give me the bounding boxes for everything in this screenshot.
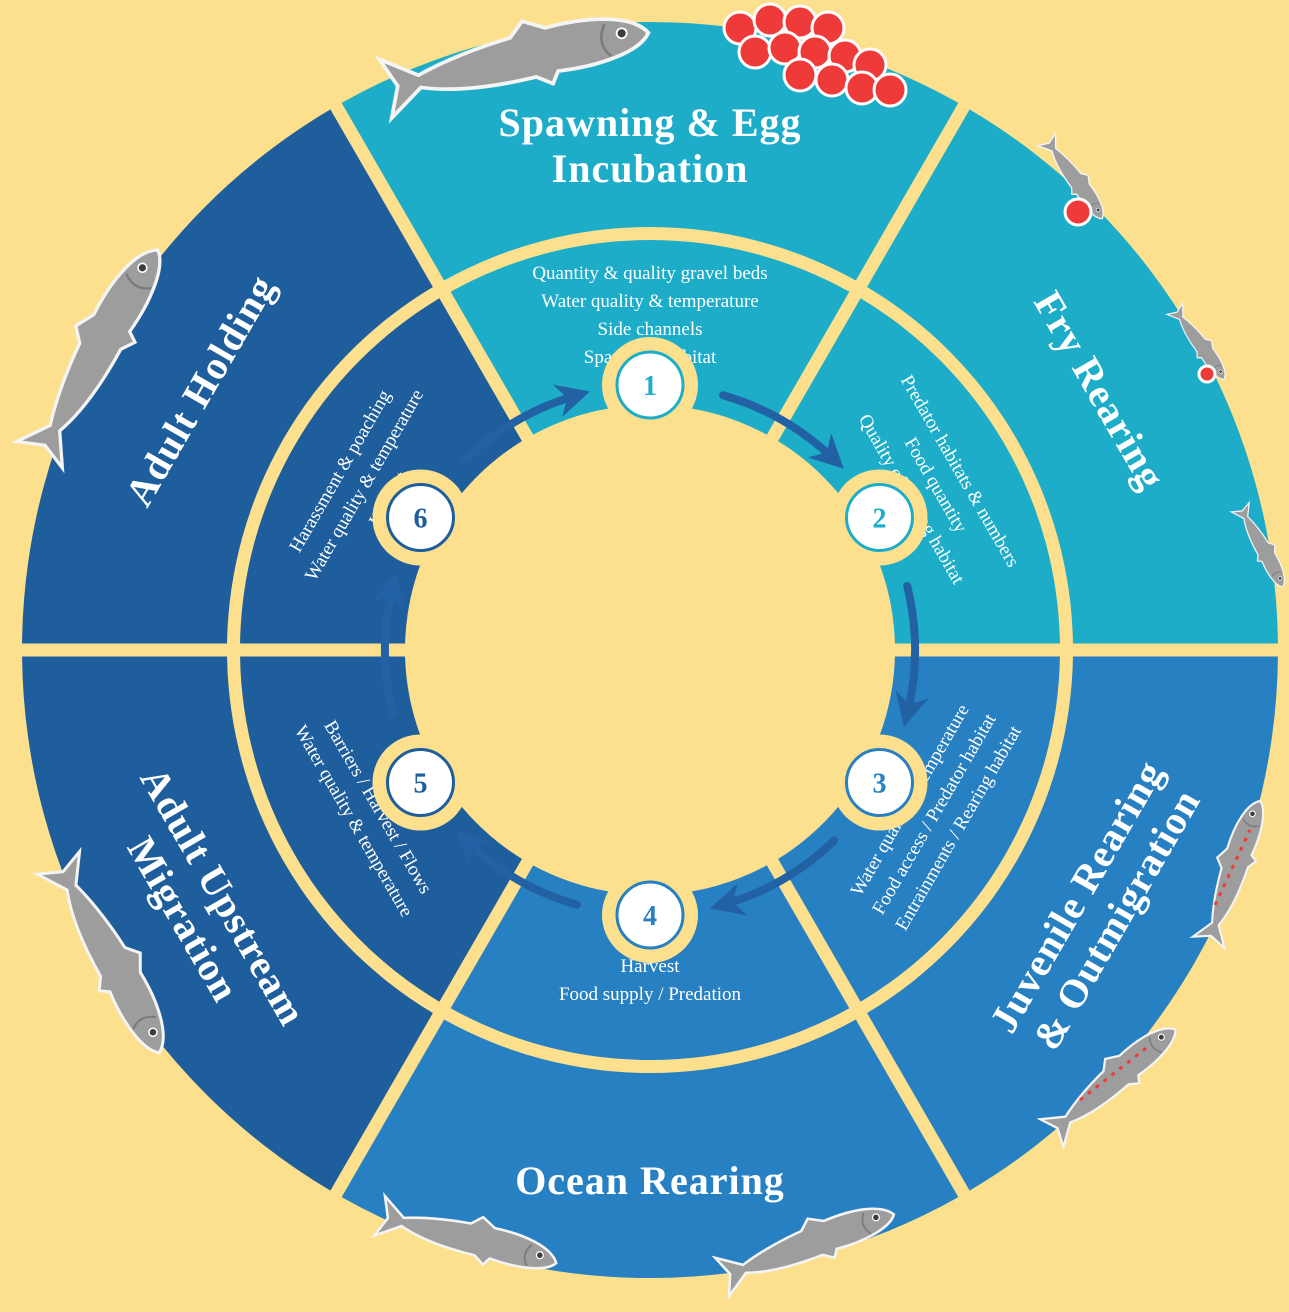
factor-food-supply-predation: Food supply / Predation — [559, 984, 742, 1005]
yolk-sac-icon — [1063, 197, 1093, 227]
stage-2-outer-segment — [867, 109, 1278, 644]
stage-6-outer-segment — [22, 109, 433, 644]
stage-title-line: Ocean Rearing — [515, 1158, 785, 1203]
stage-5-number-badge: 5 — [372, 734, 469, 831]
stage-number: 3 — [872, 769, 886, 800]
stage-number: 5 — [414, 769, 428, 800]
factor-water-quality-temperature: Water quality & temperature — [541, 291, 758, 312]
cycle-arrow-1-to-2 — [719, 391, 844, 469]
factor-side-channels: Side channels — [597, 319, 702, 340]
stage-number: 1 — [643, 371, 657, 402]
stage-5-outer-segment — [22, 656, 433, 1191]
stage-1-number-badge: 1 — [602, 337, 698, 433]
yolk-sac-icon — [1197, 364, 1217, 384]
stage-number: 6 — [414, 504, 428, 535]
factor-quantity-quality-gravel-beds: Quantity & quality gravel beds — [532, 263, 767, 284]
cycle-arrow-2-to-3 — [895, 581, 929, 728]
cycle-arrow-3-to-4 — [710, 836, 839, 916]
stage-3-inner-segment — [778, 656, 1060, 1002]
stage-number: 4 — [643, 901, 657, 932]
stage-4-outer-segment — [341, 1019, 959, 1278]
egg-icon — [814, 62, 850, 98]
factor-harvest: Harvest — [620, 956, 680, 977]
cycle-arrow-4-to-5 — [456, 831, 581, 909]
center-disc — [411, 411, 889, 889]
egg-icon — [872, 72, 908, 108]
stage-3-number-badge: 3 — [831, 734, 928, 831]
stage-title-line: Incubation — [552, 146, 749, 191]
stage-number: 2 — [872, 504, 886, 535]
stage-5-inner-segment — [240, 656, 522, 1002]
fish-layer — [9, 0, 1289, 1298]
stage-2-inner-segment — [778, 298, 1060, 644]
cycle-arrow-6-to-1 — [461, 384, 590, 464]
stage-4-title: Ocean Rearing — [515, 1158, 785, 1203]
cycle-layer: 1 2 3 4 5 6 — [371, 337, 929, 963]
stage-2-number-badge: 2 — [831, 469, 928, 566]
egg-icon — [737, 34, 773, 70]
stage-6-inner-segment — [240, 298, 522, 644]
cycle-arrow-5-to-6 — [371, 572, 405, 719]
stage-3-outer-segment — [867, 656, 1278, 1191]
stage-title-line: Spawning & Egg — [499, 100, 802, 145]
parr-marks-icon — [1079, 829, 1252, 1102]
egg-icon — [782, 57, 818, 93]
stage-4-number-badge: 4 — [602, 867, 698, 963]
stage-6-number-badge: 6 — [372, 469, 469, 566]
